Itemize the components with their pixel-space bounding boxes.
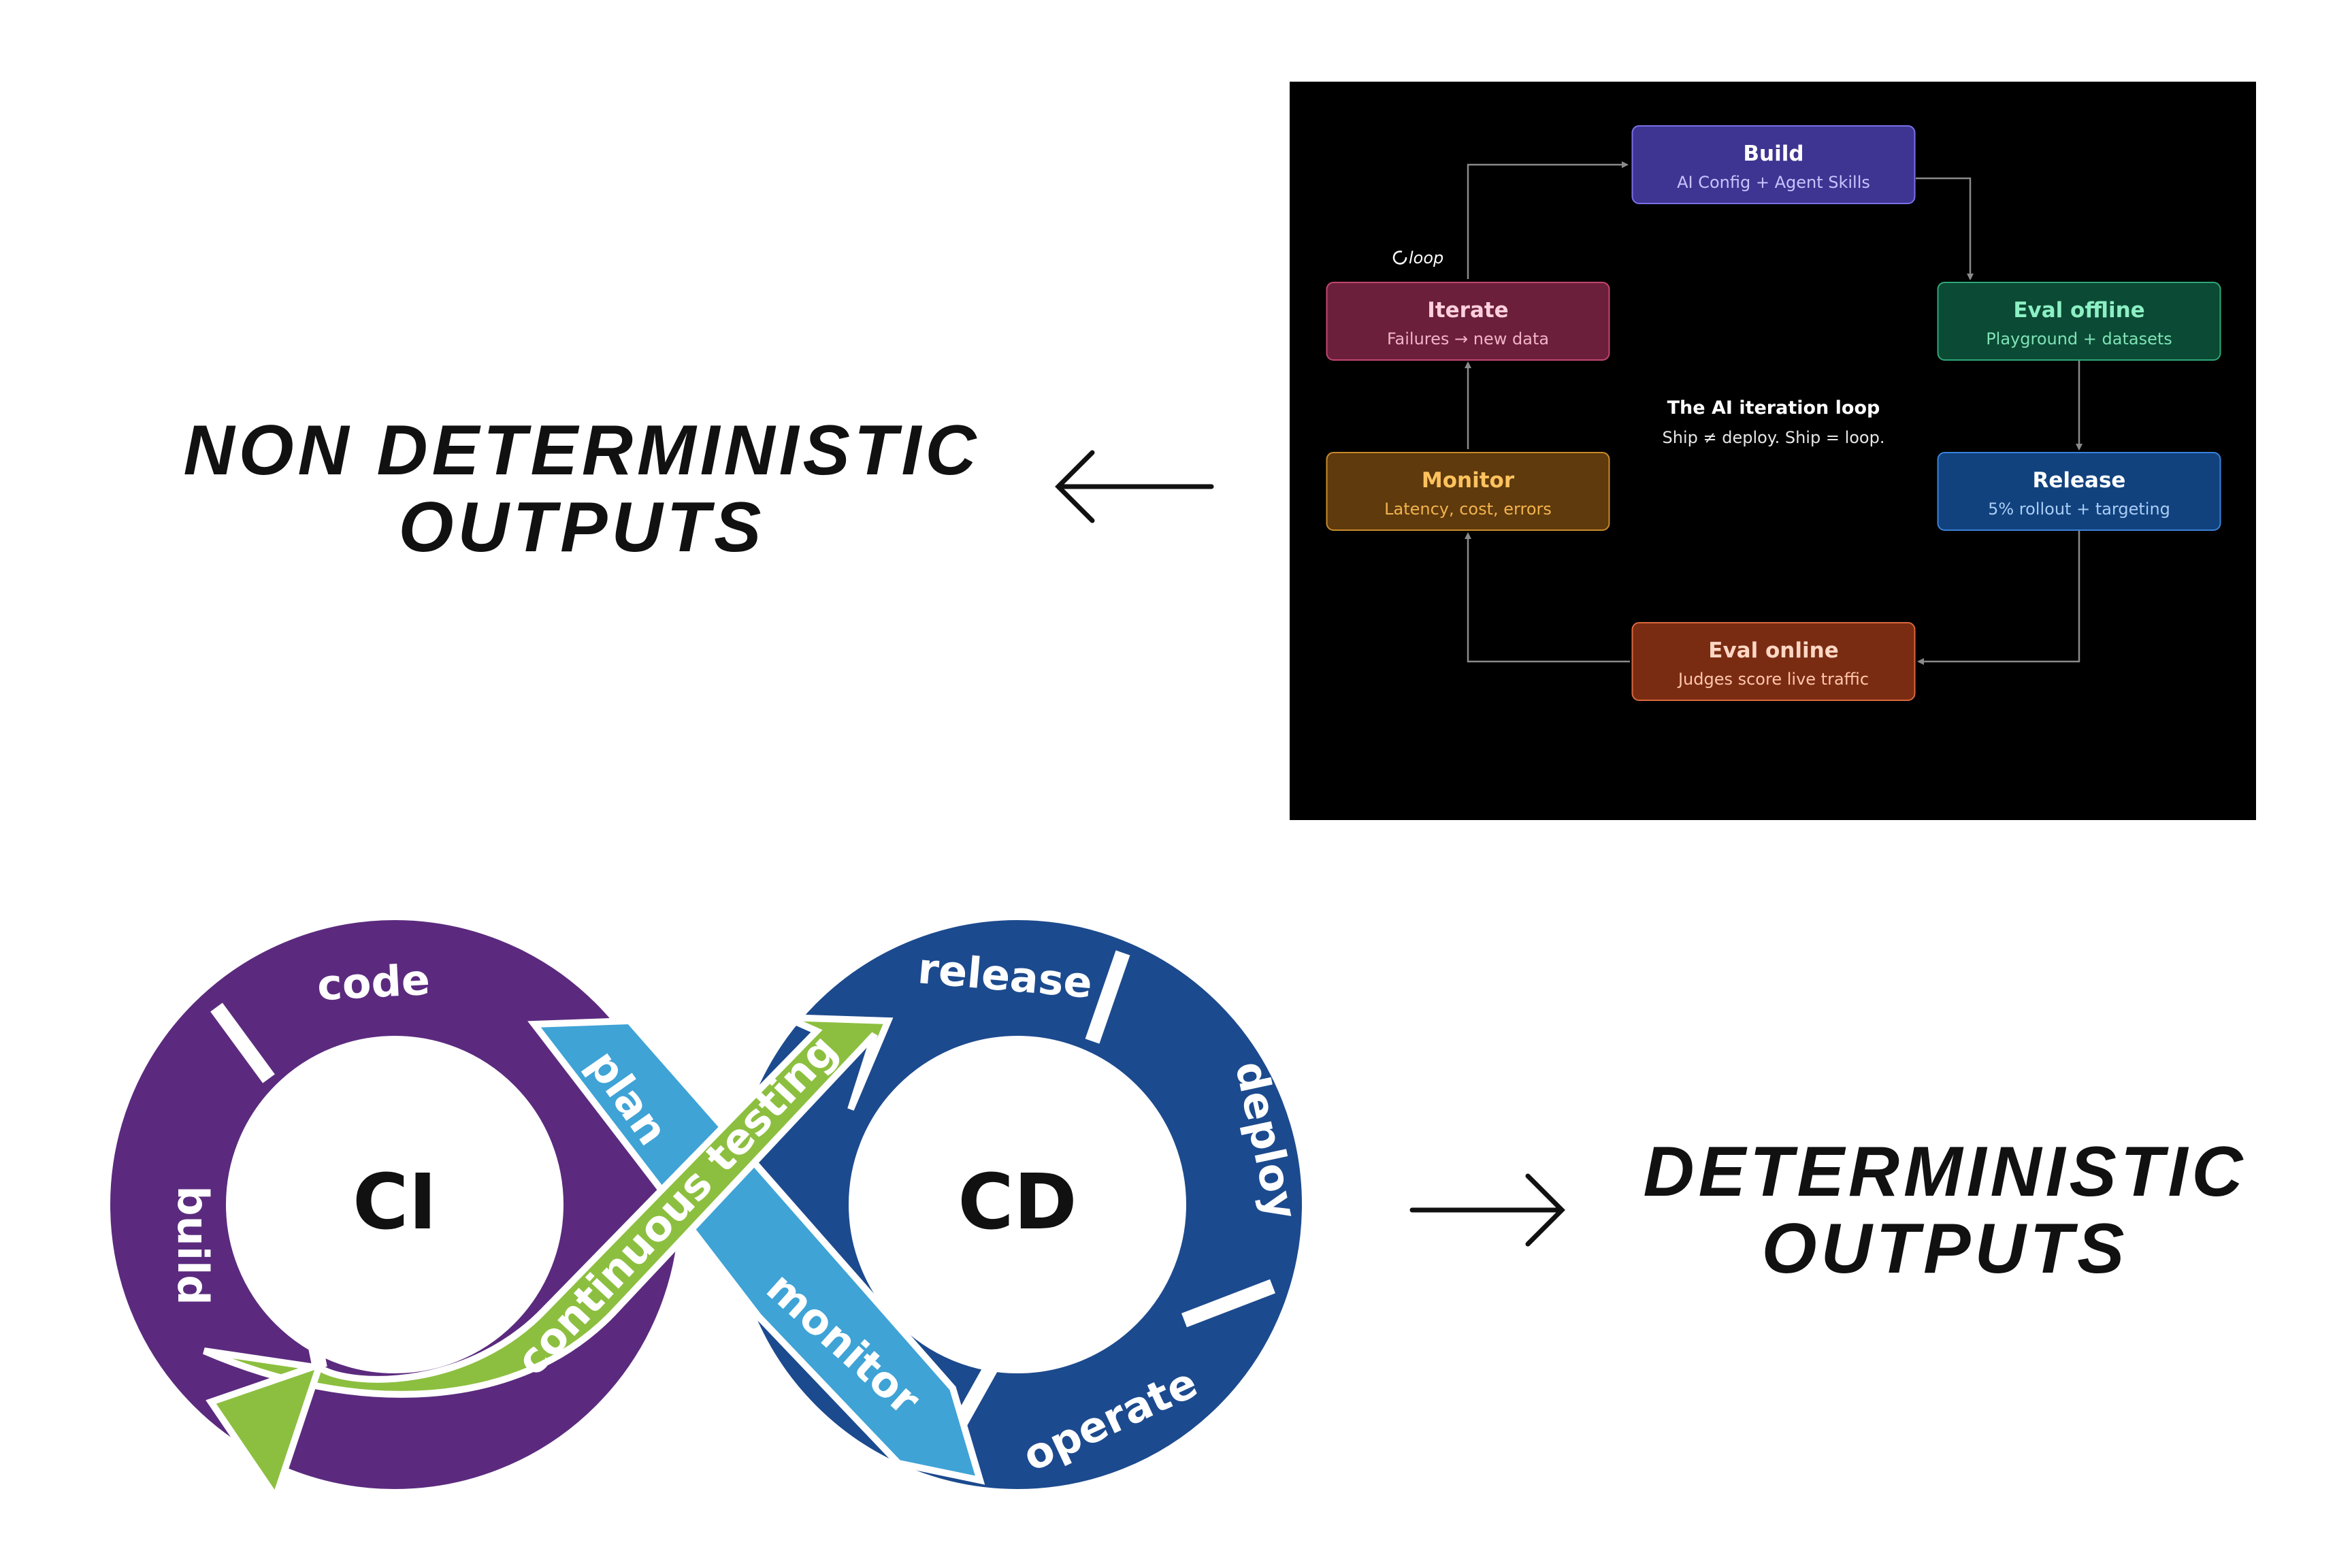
stage-box-bg xyxy=(1937,452,2221,531)
cicd-infinity-diagram: CI CD code build plan continuous testing… xyxy=(110,920,1307,1505)
ci-ring-center xyxy=(228,1038,561,1371)
refresh-icon xyxy=(1392,250,1407,265)
stage-box-title: Build xyxy=(1743,142,1803,166)
connector-release-to-eval-online xyxy=(1917,531,2080,665)
stage-box-subtitle: AI Config + Agent Skills xyxy=(1677,173,1870,192)
segment-code: code xyxy=(316,955,431,1011)
stage-box-subtitle: Failures → new data xyxy=(1387,329,1549,348)
arrow-right-icon xyxy=(1409,1173,1565,1247)
caption-bottom-line2: OUTPUTS xyxy=(1762,1209,2129,1288)
non-deterministic-caption: NON DETERMINISTIC OUTPUTS xyxy=(184,411,981,567)
stage-box-title: Monitor xyxy=(1422,468,1515,493)
connector-eval-online-to-monitor xyxy=(1465,532,1630,663)
continuous-testing-band xyxy=(203,1014,894,1398)
stage-box-bg xyxy=(1937,282,2221,361)
stage-box-release: Release 5% rollout + targeting xyxy=(1937,452,2221,531)
arrow-left-icon xyxy=(1055,450,1214,523)
loop-center-subtitle: Ship ≠ deploy. Ship = loop. xyxy=(1663,428,1885,447)
cd-label: CD xyxy=(958,1158,1077,1247)
stage-box-subtitle: Playground + datasets xyxy=(1986,329,2172,348)
ci-label: CI xyxy=(353,1158,437,1247)
stage-box-bg xyxy=(1631,622,1916,701)
stage-box-bg xyxy=(1326,452,1610,531)
segment-build: build xyxy=(168,1186,218,1305)
stage-box-bg xyxy=(1326,282,1610,361)
ai-iteration-loop-panel: loop The AI iteration loop Ship ≠ deploy… xyxy=(1290,82,2256,820)
continuous-testing-arrow-tip xyxy=(206,1358,325,1505)
stage-box-build: Build AI Config + Agent Skills xyxy=(1631,125,1916,204)
stage-box-subtitle: Judges score live traffic xyxy=(1677,670,1869,689)
ci-ring xyxy=(110,920,679,1489)
loop-center-title: The AI iteration loop xyxy=(1667,397,1880,419)
loop-label: loop xyxy=(1409,248,1443,267)
stage-box-title: Eval online xyxy=(1708,638,1838,663)
stage-box-bg xyxy=(1631,125,1916,204)
caption-top-line1: NON DETERMINISTIC xyxy=(184,411,981,490)
caption-bottom-line1: DETERMINISTIC xyxy=(1644,1132,2247,1211)
stage-box-title: Iterate xyxy=(1427,298,1508,323)
stage-box-title: Release xyxy=(2033,468,2126,493)
stage-box-subtitle: 5% rollout + targeting xyxy=(1988,500,2170,519)
stage-box-title: Eval offline xyxy=(2013,298,2144,323)
cd-ring-center xyxy=(851,1038,1184,1371)
stage-box-subtitle: Latency, cost, errors xyxy=(1384,500,1552,519)
deterministic-caption: DETERMINISTIC OUTPUTS xyxy=(1644,1132,2247,1288)
loop-connectors xyxy=(1465,161,2082,665)
loop-marker: loop xyxy=(1392,248,1443,267)
plan-monitor-band xyxy=(527,1017,985,1485)
connector-iterate-to-build xyxy=(1467,161,1629,279)
connector-build-to-eval-offline xyxy=(1916,177,1974,280)
caption-top-line2: OUTPUTS xyxy=(399,488,766,567)
